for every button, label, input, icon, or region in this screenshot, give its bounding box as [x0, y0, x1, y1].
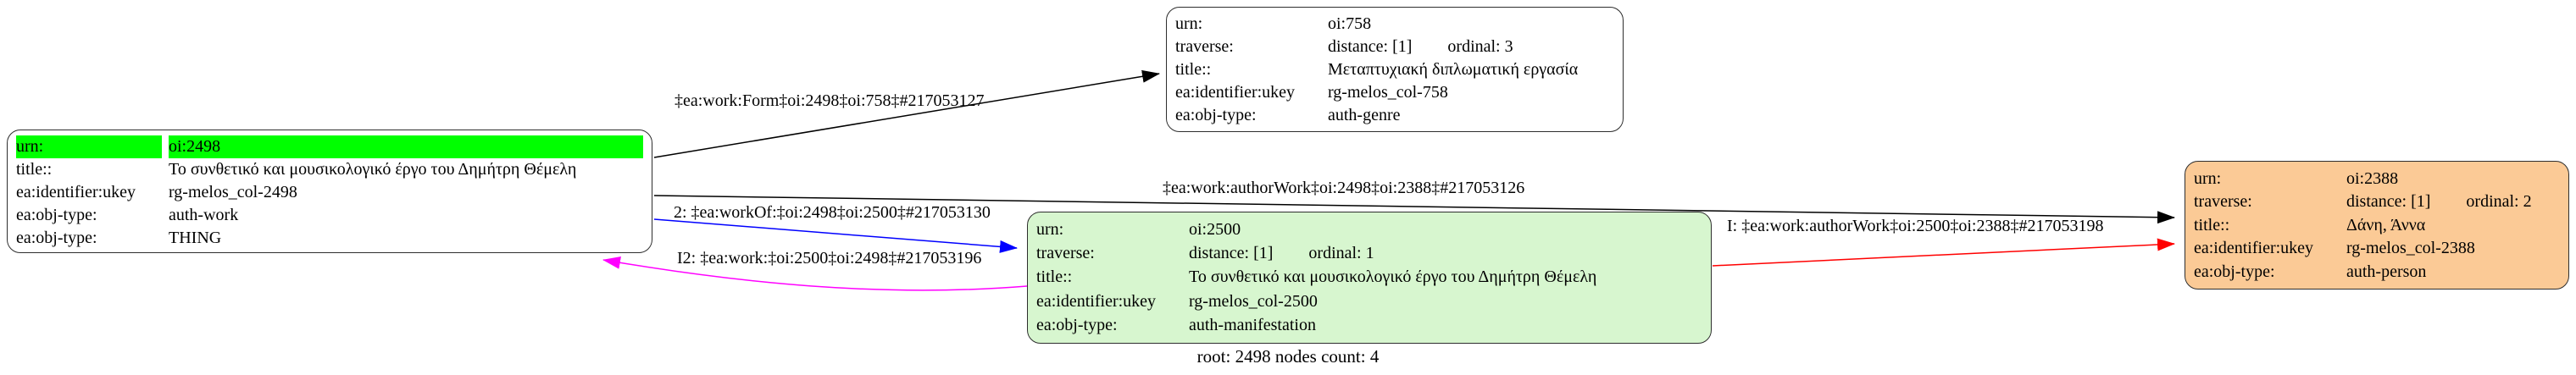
edge-label-workof: 2: ‡ea:workOf:‡oi:2498‡oi:2500‡#21705313…: [674, 203, 991, 222]
field-key: ea:obj-type:: [1175, 106, 1257, 124]
node-row-urn: urn: oi:2500: [1036, 218, 1702, 241]
field-key: ea:obj-type:: [16, 229, 97, 247]
field-value-ordinal: ordinal: 3: [1447, 37, 1513, 56]
node-oi-2500[interactable]: urn: oi:2500 traverse: distance: [1]ordi…: [1027, 212, 1712, 344]
field-value: auth-person: [2346, 262, 2427, 281]
field-value: Το συνθετικό και μουσικολογικό έργο του …: [1189, 267, 1597, 287]
field-key: urn:: [1036, 220, 1064, 240]
field-key: ea:identifier:ukey: [1175, 83, 1296, 102]
node-row-urn: urn: oi:2498: [16, 135, 643, 158]
node-row-traverse: traverse: distance: [1]ordinal: 2: [2194, 190, 2560, 213]
node-oi-758[interactable]: urn: oi:758 traverse: distance: [1]ordin…: [1166, 7, 1624, 132]
edge-label-work-form: ‡ea:work:Form‡oi:2498‡oi:758‡#217053127: [675, 91, 985, 110]
field-value: THING: [169, 229, 222, 247]
edge-label-authorwork-inverse: I: ‡ea:work:authorWork‡oi:2500‡oi:2388‡#…: [1727, 217, 2104, 235]
edge-work-form: [653, 69, 1160, 158]
edge-work-authorwork: [653, 195, 2175, 224]
node-row-title: title:: Μεταπτυχιακή διπλωματική εργασία: [1175, 58, 1614, 81]
field-value: rg-melos_col-2498: [169, 183, 297, 201]
field-value: oi:2500: [1189, 220, 1241, 240]
field-key: traverse:: [1036, 244, 1095, 263]
field-value: oi:2498: [169, 135, 643, 158]
field-key: title::: [1175, 60, 1212, 79]
field-value: distance: [1]ordinal: 2: [2346, 192, 2532, 211]
field-value: distance: [1]ordinal: 3: [1328, 37, 1513, 56]
field-key: title::: [2194, 215, 2230, 234]
field-value: rg-melos_col-2500: [1189, 291, 1318, 311]
node-oi-2388[interactable]: urn: oi:2388 traverse: distance: [1]ordi…: [2185, 161, 2569, 290]
node-row-traverse: traverse: distance: [1]ordinal: 3: [1175, 36, 1614, 58]
field-value: auth-manifestation: [1189, 315, 1316, 334]
node-row-objtype: ea:obj-type: auth-genre: [1175, 104, 1614, 127]
edge-authorwork-inverse: [1712, 238, 2175, 267]
node-row-title: title:: Το συνθετικό και μουσικολογικό έ…: [1036, 266, 1702, 289]
edge-workof: [653, 218, 1018, 253]
field-value: rg-melos_col-758: [1328, 83, 1448, 102]
field-key: urn:: [1175, 14, 1203, 33]
field-key: ea:obj-type:: [2194, 262, 2275, 281]
node-row-objtype: ea:obj-type: auth-manifestation: [1036, 314, 1702, 337]
edge-work-inverse: [602, 256, 1028, 291]
field-value: Μεταπτυχιακή διπλωματική εργασία: [1328, 60, 1579, 79]
field-value: oi:2388: [2346, 168, 2399, 188]
field-value: oi:758: [1328, 14, 1372, 33]
node-row-objtype: ea:obj-type: THING: [16, 227, 643, 250]
field-key: urn:: [16, 135, 162, 158]
node-row-urn: urn: oi:2388: [2194, 168, 2560, 190]
field-key: ea:identifier:ukey: [16, 183, 136, 201]
field-key: urn:: [2194, 168, 2222, 188]
node-row-title: title:: Το συνθετικό και μουσικολογικό έ…: [16, 158, 643, 181]
field-key: ea:identifier:ukey: [1036, 291, 1157, 311]
field-key: ea:obj-type:: [1036, 315, 1118, 334]
field-key: ea:identifier:ukey: [2194, 239, 2314, 257]
field-value: distance: [1]ordinal: 1: [1189, 244, 1374, 263]
node-row-objtype: ea:obj-type: auth-work: [16, 204, 643, 227]
field-value: rg-melos_col-2388: [2346, 239, 2475, 257]
node-row-ukey: ea:identifier:ukey rg-melos_col-758: [1175, 81, 1614, 104]
field-key: traverse:: [2194, 192, 2252, 211]
node-row-urn: urn: oi:758: [1175, 13, 1614, 36]
field-value-ordinal: ordinal: 1: [1308, 244, 1374, 263]
field-value: auth-work: [169, 206, 239, 224]
graph-caption: root: 2498 nodes count: 4: [1196, 346, 1380, 367]
node-row-ukey: ea:identifier:ukey rg-melos_col-2498: [16, 181, 643, 204]
node-row-objtype: ea:obj-type: auth-person: [2194, 261, 2560, 284]
node-row-traverse: traverse: distance: [1]ordinal: 1: [1036, 242, 1702, 265]
node-row-ukey: ea:identifier:ukey rg-melos_col-2500: [1036, 290, 1702, 313]
field-value: Δάνη, Άννα: [2346, 215, 2426, 234]
edge-label-work-inverse: I2: ‡ea:work:‡oi:2500‡oi:2498‡#217053196: [677, 249, 982, 267]
field-value: Το συνθετικό και μουσικολογικό έργο του …: [169, 160, 577, 179]
field-key: ea:obj-type:: [16, 206, 97, 224]
node-row-ukey: ea:identifier:ukey rg-melos_col-2388: [2194, 237, 2560, 260]
node-oi-2498[interactable]: urn: oi:2498 title:: Το συνθετικό και μο…: [7, 130, 652, 253]
edge-label-work-authorwork: ‡ea:work:authorWork‡oi:2498‡oi:2388‡#217…: [1163, 179, 1525, 197]
field-key: title::: [1036, 267, 1073, 287]
node-row-title: title:: Δάνη, Άννα: [2194, 214, 2560, 237]
field-value: auth-genre: [1328, 106, 1401, 124]
field-key: title::: [16, 160, 53, 179]
field-value-ordinal: ordinal: 2: [2466, 192, 2532, 211]
field-key: traverse:: [1175, 37, 1234, 56]
